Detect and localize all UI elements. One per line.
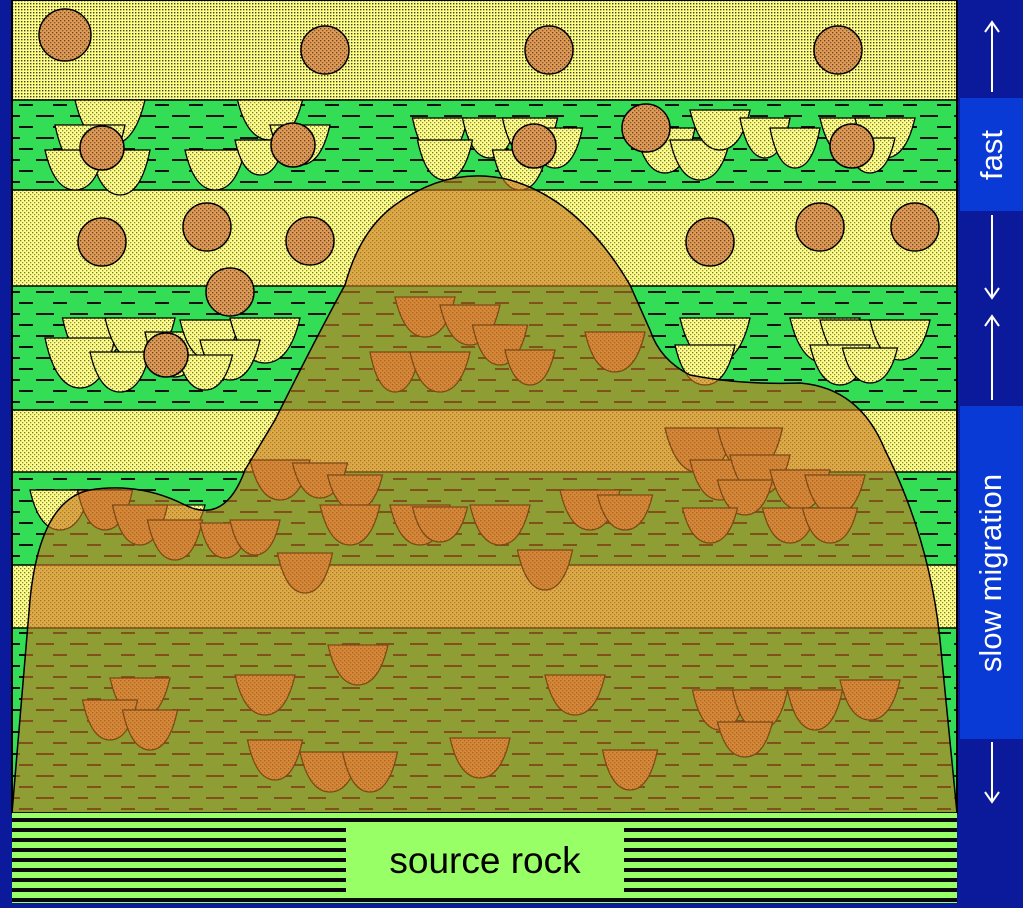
pebble-texture	[796, 203, 844, 251]
slow-migration-label-text: slow migration	[974, 473, 1010, 671]
pebble-texture	[78, 218, 126, 266]
pebble-texture	[80, 126, 124, 170]
source-rock-stripe	[12, 898, 957, 902]
slow-migration-label: slow migration	[960, 406, 1023, 739]
pebble-texture	[301, 26, 349, 74]
pebble-texture	[814, 26, 862, 74]
fast-label-text: fast	[974, 130, 1010, 180]
pebble-texture	[686, 218, 734, 266]
source-rock-label: source rock	[346, 824, 624, 898]
pebble-texture	[271, 123, 315, 167]
pebble-texture	[206, 268, 254, 316]
pebble-texture	[39, 9, 91, 61]
pebble-texture	[622, 104, 670, 152]
pebble-texture	[286, 217, 334, 265]
pebble-texture	[830, 124, 874, 168]
pebble-texture	[144, 333, 188, 377]
pebble-texture	[891, 203, 939, 251]
source-rock-stripe	[12, 818, 957, 822]
pebble-texture	[183, 203, 231, 251]
pebble-texture	[525, 26, 573, 74]
pebble-texture	[512, 124, 556, 168]
fast-label: fast	[960, 98, 1023, 211]
